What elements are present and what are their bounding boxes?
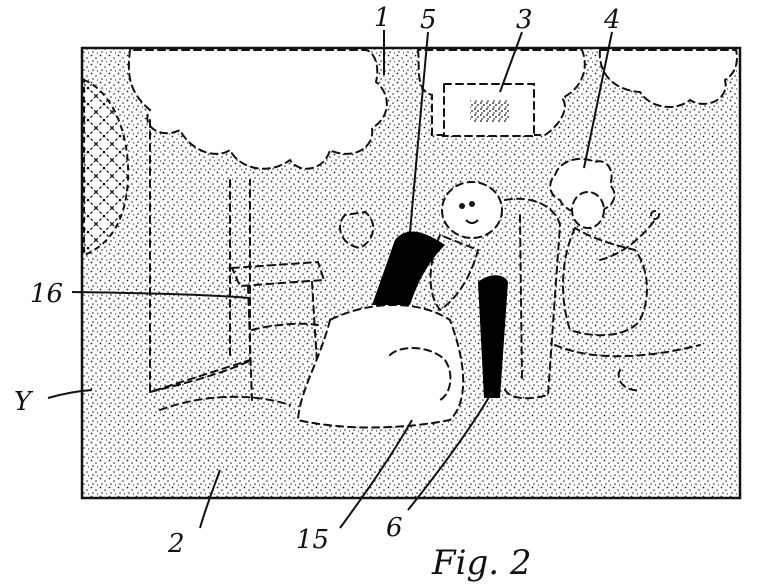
lattice-panel <box>83 78 130 257</box>
label-4: 4 <box>603 5 621 35</box>
label-6: 6 <box>386 513 403 543</box>
dark-panels <box>372 231 508 398</box>
leader-3 <box>499 31 523 93</box>
leader-15 <box>339 419 413 529</box>
panel-5 <box>372 231 445 305</box>
desk <box>230 260 326 401</box>
left-ceiling-opening <box>127 49 388 170</box>
foot <box>617 369 641 392</box>
leader-2 <box>199 469 221 529</box>
leader-6 <box>407 391 493 511</box>
label-3: 3 <box>516 5 533 35</box>
panel-6 <box>478 275 508 398</box>
label-5: 5 <box>420 5 437 35</box>
figure-body <box>562 226 648 337</box>
wall-picture <box>443 83 535 137</box>
seated-figure <box>296 181 503 429</box>
right-ceiling-opening <box>598 49 738 108</box>
leader-16 <box>71 291 251 299</box>
floor <box>84 345 738 496</box>
leader-lines <box>47 30 613 529</box>
label-15: 15 <box>296 525 329 555</box>
left-wall <box>149 119 253 394</box>
standing-figure <box>549 157 701 392</box>
arm <box>599 219 656 261</box>
reference-labels: 1 5 3 4 16 Y 2 15 6 <box>14 3 621 559</box>
label-Y: Y <box>14 387 34 417</box>
figure-caption: Fig. 2 <box>431 543 531 583</box>
chair <box>504 197 562 400</box>
label-1: 1 <box>374 3 391 33</box>
lap-covering <box>296 304 465 429</box>
background-head-left <box>339 210 375 250</box>
label-2: 2 <box>167 529 185 559</box>
label-16: 16 <box>30 279 63 309</box>
figure-knee <box>389 347 452 401</box>
figure-head <box>441 181 503 239</box>
leader-5 <box>409 31 429 233</box>
leader-Y <box>47 389 93 399</box>
leader-4 <box>583 31 613 169</box>
